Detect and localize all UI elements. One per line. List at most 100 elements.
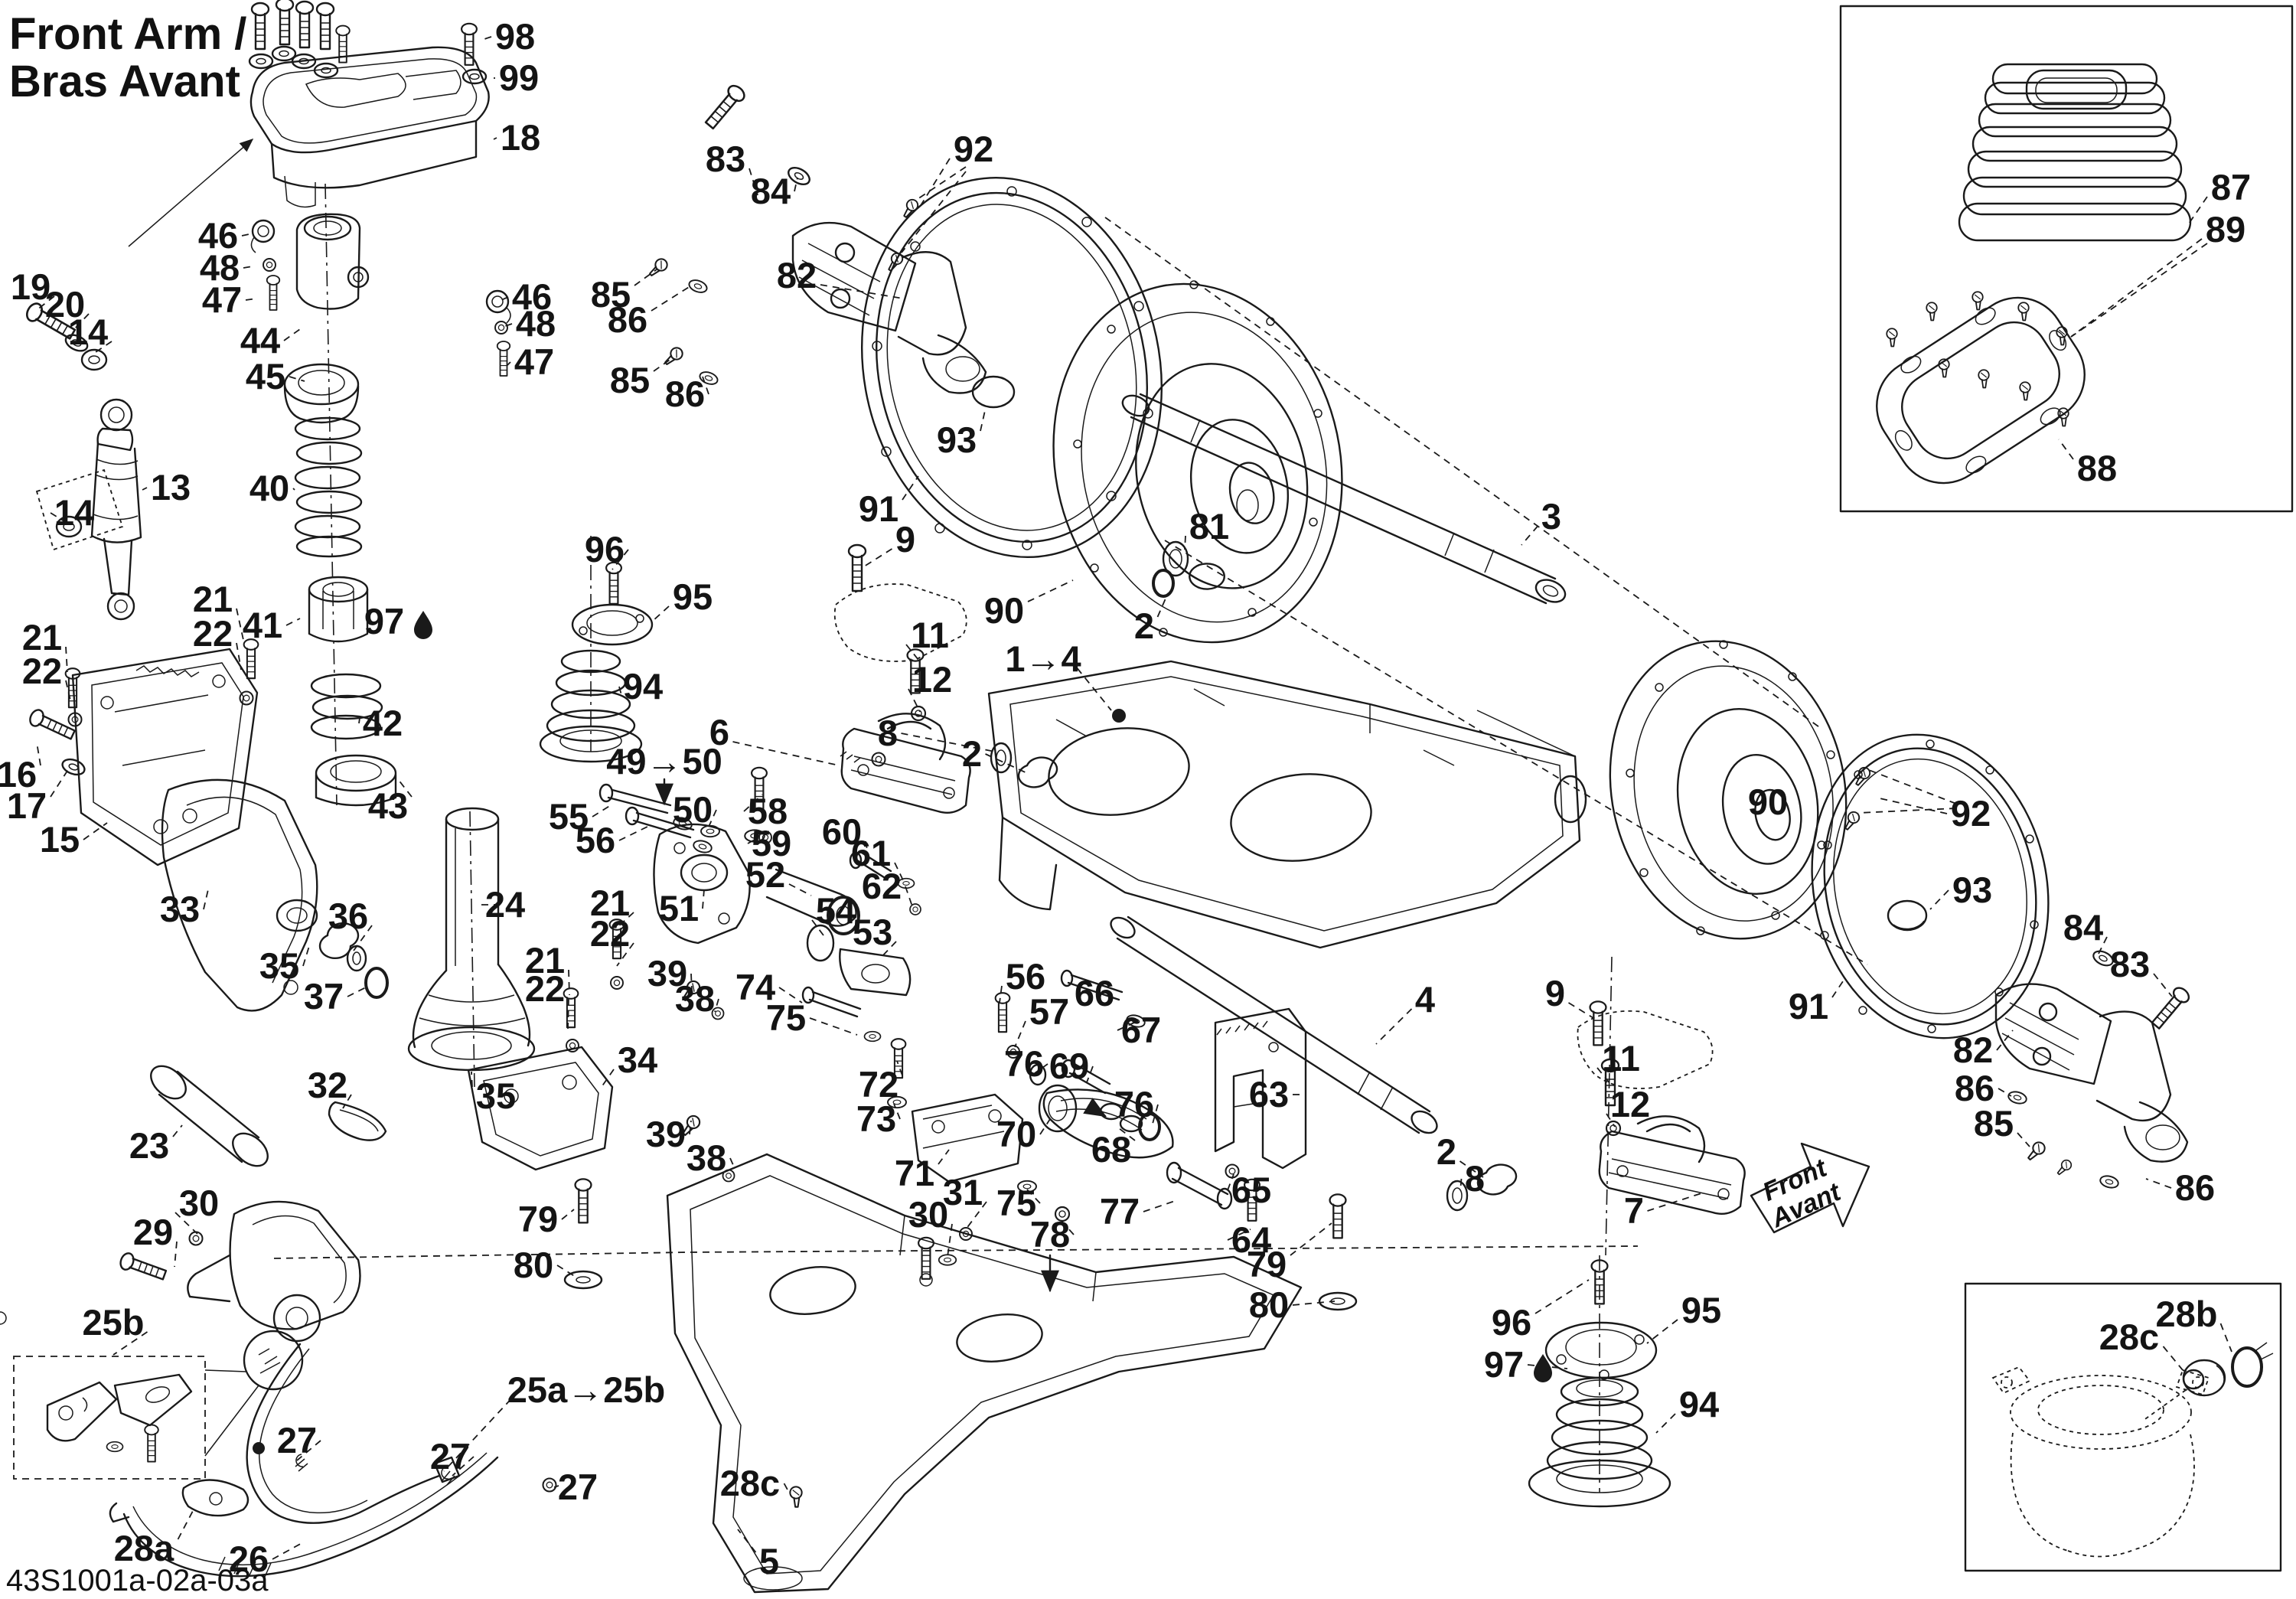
leader-line-96 [1534, 1279, 1590, 1314]
leader-line-69 [1086, 1065, 1094, 1083]
part-callout-96: 96 [1492, 1302, 1531, 1343]
leader-line-71 [938, 1149, 950, 1165]
part-callout-9: 9 [1545, 973, 1565, 1013]
leader-line-45 [289, 376, 305, 382]
part-callout-85: 85 [1974, 1103, 2014, 1144]
part-callout-86: 86 [665, 374, 705, 414]
part-callout-22: 22 [590, 913, 630, 954]
leader-line-12 [1606, 1113, 1616, 1127]
leader-line-34 [601, 1069, 615, 1088]
part-callout-26: 26 [229, 1539, 269, 1579]
part-callout-48: 48 [516, 303, 556, 344]
leader-line-26 [272, 1541, 305, 1560]
part-callout-3: 3 [1541, 496, 1561, 537]
part-callout-77: 77 [1100, 1191, 1140, 1232]
leader-line-41 [285, 618, 301, 626]
part-callout-21: 21 [590, 883, 630, 923]
leader-line-72 [896, 1060, 903, 1076]
part-callout-76: 76 [1004, 1043, 1044, 1084]
part-callout-19: 19 [11, 266, 51, 307]
leader-line-2 [1459, 1160, 1484, 1178]
leader-line-11 [905, 644, 919, 661]
part-callout-15: 15 [40, 819, 80, 860]
leader-line-30 [174, 1212, 198, 1235]
art-column-head [250, 213, 511, 424]
part-callout-97: 97 [1484, 1344, 1524, 1385]
part-callout-45: 45 [246, 356, 285, 396]
leader-line-46 [501, 296, 509, 301]
part-callout-43: 43 [368, 785, 408, 826]
leader-line-52 [788, 883, 812, 896]
part-callout-36: 36 [328, 896, 368, 936]
leader-line-2 [1156, 592, 1169, 618]
leader-line-43 [397, 778, 413, 798]
part-callout-21: 21 [525, 940, 565, 981]
leader-line-14 [50, 512, 71, 526]
inset-box-bottom-right [1964, 1282, 2282, 1572]
art-ring-43 [315, 754, 397, 807]
leader-line-22 [65, 680, 71, 701]
leader-line-22 [567, 997, 569, 1030]
part-callout-56: 56 [1006, 956, 1045, 997]
part-callout-18: 18 [501, 117, 540, 158]
art-inset-top-right [1839, 5, 2294, 513]
part-callout-53: 53 [853, 912, 892, 952]
part-callout-83: 83 [2110, 944, 2150, 984]
leader-line-76 [1152, 1104, 1159, 1124]
part-callout-94: 94 [623, 666, 663, 706]
leader-line-31 [965, 1201, 987, 1230]
leader-line-54 [811, 919, 824, 936]
part-callout-21: 21 [193, 579, 233, 619]
leader-line-80 [556, 1265, 576, 1278]
part-callout-87: 87 [2211, 167, 2251, 207]
leader-line-96 [612, 549, 629, 570]
part-callout-28b: 28b [2156, 1294, 2218, 1334]
part-callout-67: 67 [1121, 1010, 1161, 1050]
part-callout-91: 91 [859, 488, 899, 529]
leader-line-18 [493, 137, 497, 140]
front-direction-arrow: Front Avant [1750, 1142, 1870, 1234]
art-motor-cables [109, 1065, 557, 1578]
part-callout-59: 59 [752, 823, 791, 863]
leader-line-29 [174, 1241, 178, 1268]
leader-line-35 [471, 1071, 473, 1088]
part-callout-93: 93 [1952, 870, 1992, 910]
art-box-25b [13, 1356, 206, 1480]
page-title-line1: Front Arm / [9, 9, 246, 59]
inset-box-top-right [1839, 5, 2294, 513]
part-callout-92: 92 [954, 129, 993, 169]
part-callout-25b: 25b [83, 1302, 145, 1343]
leader-line-92 [919, 158, 951, 207]
part-callout-38: 38 [675, 978, 715, 1019]
art-tube-3 [1121, 393, 1567, 605]
leader-line-38 [729, 1157, 734, 1166]
leader-line-75 [1026, 1189, 1041, 1204]
part-callout-22: 22 [193, 613, 233, 654]
leader-line-9 [1568, 1002, 1594, 1019]
leader-line-93 [1929, 889, 1949, 910]
part-callout-74: 74 [735, 967, 775, 1007]
part-callout-25a→25b: 25a→25b [507, 1369, 665, 1410]
part-callout-48: 48 [200, 247, 240, 288]
leader-line-8 [901, 733, 996, 752]
leader-line-76 [1034, 1063, 1049, 1074]
ring-81 [1152, 569, 1175, 598]
part-callout-58: 58 [748, 791, 788, 831]
leader-line-33 [203, 889, 209, 910]
leader-line-60 [865, 840, 870, 863]
part-callout-51: 51 [659, 888, 699, 928]
leader-line-92 [1876, 797, 1948, 814]
leader-line-65 [1227, 1173, 1234, 1191]
part-callout-90: 90 [984, 590, 1024, 631]
leader-line-4 [1375, 1008, 1413, 1045]
part-callout-1→4: 1→4 [1005, 638, 1081, 679]
part-callout-12: 12 [912, 659, 952, 700]
part-callout-60: 60 [822, 811, 862, 852]
part-callout-35: 35 [476, 1075, 516, 1116]
part-callout-13: 13 [151, 467, 191, 507]
leader-line-32 [342, 1094, 352, 1109]
part-callout-85: 85 [610, 360, 650, 400]
part-callout-75: 75 [996, 1183, 1036, 1223]
leader-line-73 [893, 1103, 901, 1120]
